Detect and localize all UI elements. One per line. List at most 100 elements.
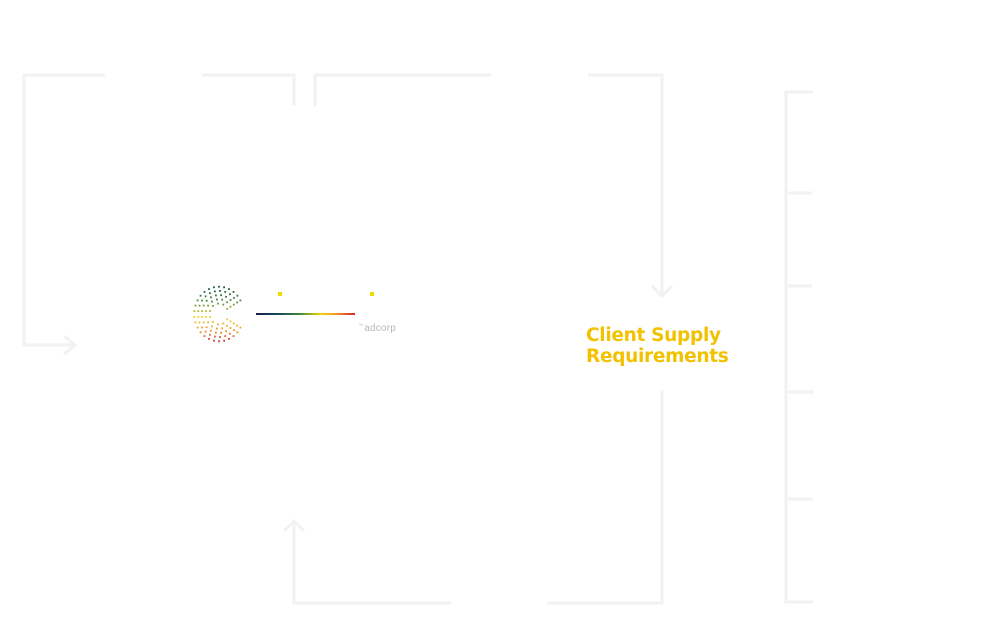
- logo-dot: [209, 333, 211, 336]
- logo-dot: [203, 291, 206, 293]
- logo-dot: [211, 325, 213, 328]
- logo-dot: [210, 296, 212, 299]
- arrow-right-icon: [63, 334, 78, 356]
- logo-gradient-rule: [256, 313, 355, 315]
- logo-dot: [209, 292, 211, 295]
- logo-dot: [207, 321, 209, 324]
- logo-dot: [207, 304, 209, 307]
- logo-dot: [209, 310, 211, 312]
- logo-dot: [229, 299, 232, 301]
- logo-dot: [233, 329, 235, 331]
- logo-dot: [205, 326, 208, 329]
- arrow-down-icon: [650, 284, 674, 299]
- logo-dot: [215, 331, 217, 334]
- logo-dot: [239, 326, 242, 329]
- logo-dot: [201, 299, 203, 302]
- logo-dot: [229, 320, 232, 323]
- logo-dot: [228, 288, 230, 290]
- logo-dot: [233, 297, 235, 299]
- logo-brand-text: ™adcorp: [358, 323, 396, 334]
- logo-dot: [232, 303, 235, 306]
- arrow-up-icon: [282, 518, 306, 533]
- logo-dot: [208, 288, 210, 290]
- logo-dot: [228, 338, 230, 340]
- logo-dot: [194, 321, 197, 324]
- logo-dot: [218, 340, 220, 343]
- down-flow-line: [588, 73, 664, 296]
- title-line-1: Client Supply: [586, 325, 721, 346]
- title-line-2: Requirements: [586, 346, 729, 367]
- logo-dot: [218, 285, 220, 288]
- logo-dot: [214, 290, 216, 293]
- logo-dot: [197, 316, 200, 318]
- top-bracket-right-line: [313, 73, 491, 106]
- logo-dot: [201, 326, 203, 329]
- logo-dot: [232, 291, 235, 293]
- bottom-flow-line-right: [547, 390, 664, 605]
- logo-dot: [236, 324, 238, 327]
- logo-dot: [222, 322, 225, 325]
- logo-dot: [221, 298, 224, 301]
- logo-dot: [214, 335, 216, 338]
- logo-dot: [205, 310, 207, 312]
- logo-dot: [197, 310, 200, 312]
- logo-dot: [216, 327, 218, 330]
- logo-dot: [213, 286, 215, 289]
- logo-dot: [194, 304, 197, 307]
- logo-dot: [236, 331, 239, 334]
- logo-dot: [193, 310, 196, 312]
- logo-dot: [193, 316, 196, 318]
- logo-dot: [229, 293, 231, 296]
- logo-dot: [213, 339, 215, 342]
- logo-dot: [202, 304, 205, 307]
- logo-dot: [201, 310, 203, 312]
- logo-dot: [225, 330, 227, 333]
- logo-dot: [222, 303, 225, 306]
- logo-dot: [223, 339, 225, 342]
- trademark-mark: ™: [358, 323, 364, 329]
- logo-dot: [219, 336, 221, 338]
- logo-dot: [208, 338, 210, 340]
- logo-dot: [229, 305, 232, 308]
- logo-dot: [198, 321, 201, 324]
- bottom-flow-line-left: [292, 521, 451, 605]
- logo-dot: [210, 329, 212, 332]
- brand-name: adcorp: [364, 323, 396, 334]
- logo-dot: [239, 299, 242, 302]
- logo-dot: [226, 318, 229, 321]
- logo-dot: [236, 294, 239, 297]
- dotted-c-logo-icon: [193, 285, 242, 343]
- left-bracket-line: [22, 73, 105, 347]
- logo-dot: [226, 307, 229, 310]
- logo-dot: [226, 301, 228, 304]
- logo-dot: [226, 324, 228, 327]
- logo-dot: [205, 316, 207, 318]
- logo-dot: [212, 305, 214, 307]
- logo-dot: [232, 335, 235, 337]
- logo-dot: [223, 286, 225, 289]
- logo-dot: [232, 322, 235, 325]
- company-logo: ™adcorp: [192, 284, 402, 344]
- logo-dot: [221, 327, 224, 330]
- logo-dot: [199, 294, 202, 297]
- logo-dot: [205, 299, 208, 302]
- logo-dot: [236, 301, 238, 304]
- top-bracket-left-line: [202, 73, 296, 105]
- logo-dot: [225, 295, 227, 298]
- logo-dot: [217, 323, 219, 326]
- logo-dot: [217, 302, 219, 305]
- logo-accent-dot: [278, 292, 282, 296]
- logo-dot: [229, 327, 232, 329]
- side-panel-spine: [784, 90, 813, 604]
- logo-dot: [220, 331, 222, 334]
- logo-dot: [196, 299, 199, 302]
- logo-dot: [219, 290, 221, 292]
- logo-dot: [202, 321, 205, 324]
- logo-dot: [215, 294, 217, 297]
- logo-dot: [216, 298, 218, 301]
- logo-dot: [199, 331, 202, 334]
- logo-dot: [224, 291, 227, 293]
- logo-dot: [229, 332, 231, 335]
